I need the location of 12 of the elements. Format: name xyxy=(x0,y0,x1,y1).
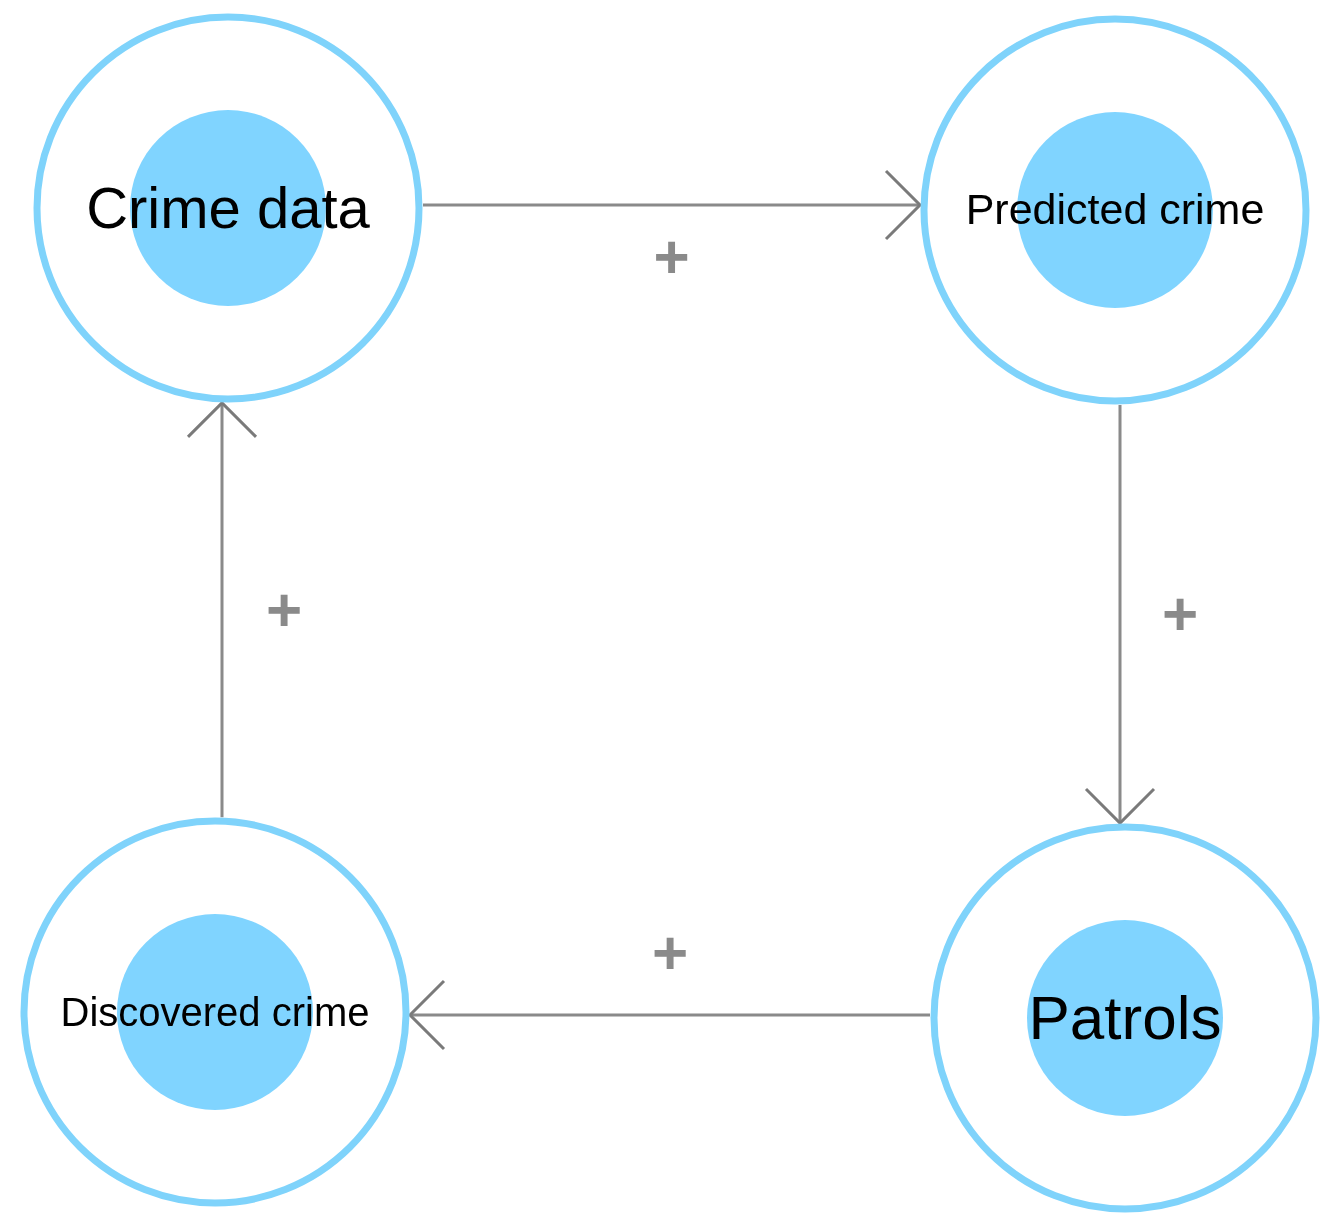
node-label: Predicted crime xyxy=(965,186,1265,234)
arrow xyxy=(1084,404,1156,825)
arrow xyxy=(408,979,930,1051)
node-label: Patrols xyxy=(1028,983,1222,1053)
node-label: Discovered crime xyxy=(60,990,370,1034)
node-label: Crime data xyxy=(86,176,370,240)
ring-circle-node xyxy=(930,823,1320,1213)
arrow xyxy=(186,401,258,818)
arrow xyxy=(423,169,922,241)
ring-circle-node xyxy=(33,13,423,403)
ring-circle-node xyxy=(920,15,1310,405)
ring-circle-node xyxy=(20,817,410,1207)
